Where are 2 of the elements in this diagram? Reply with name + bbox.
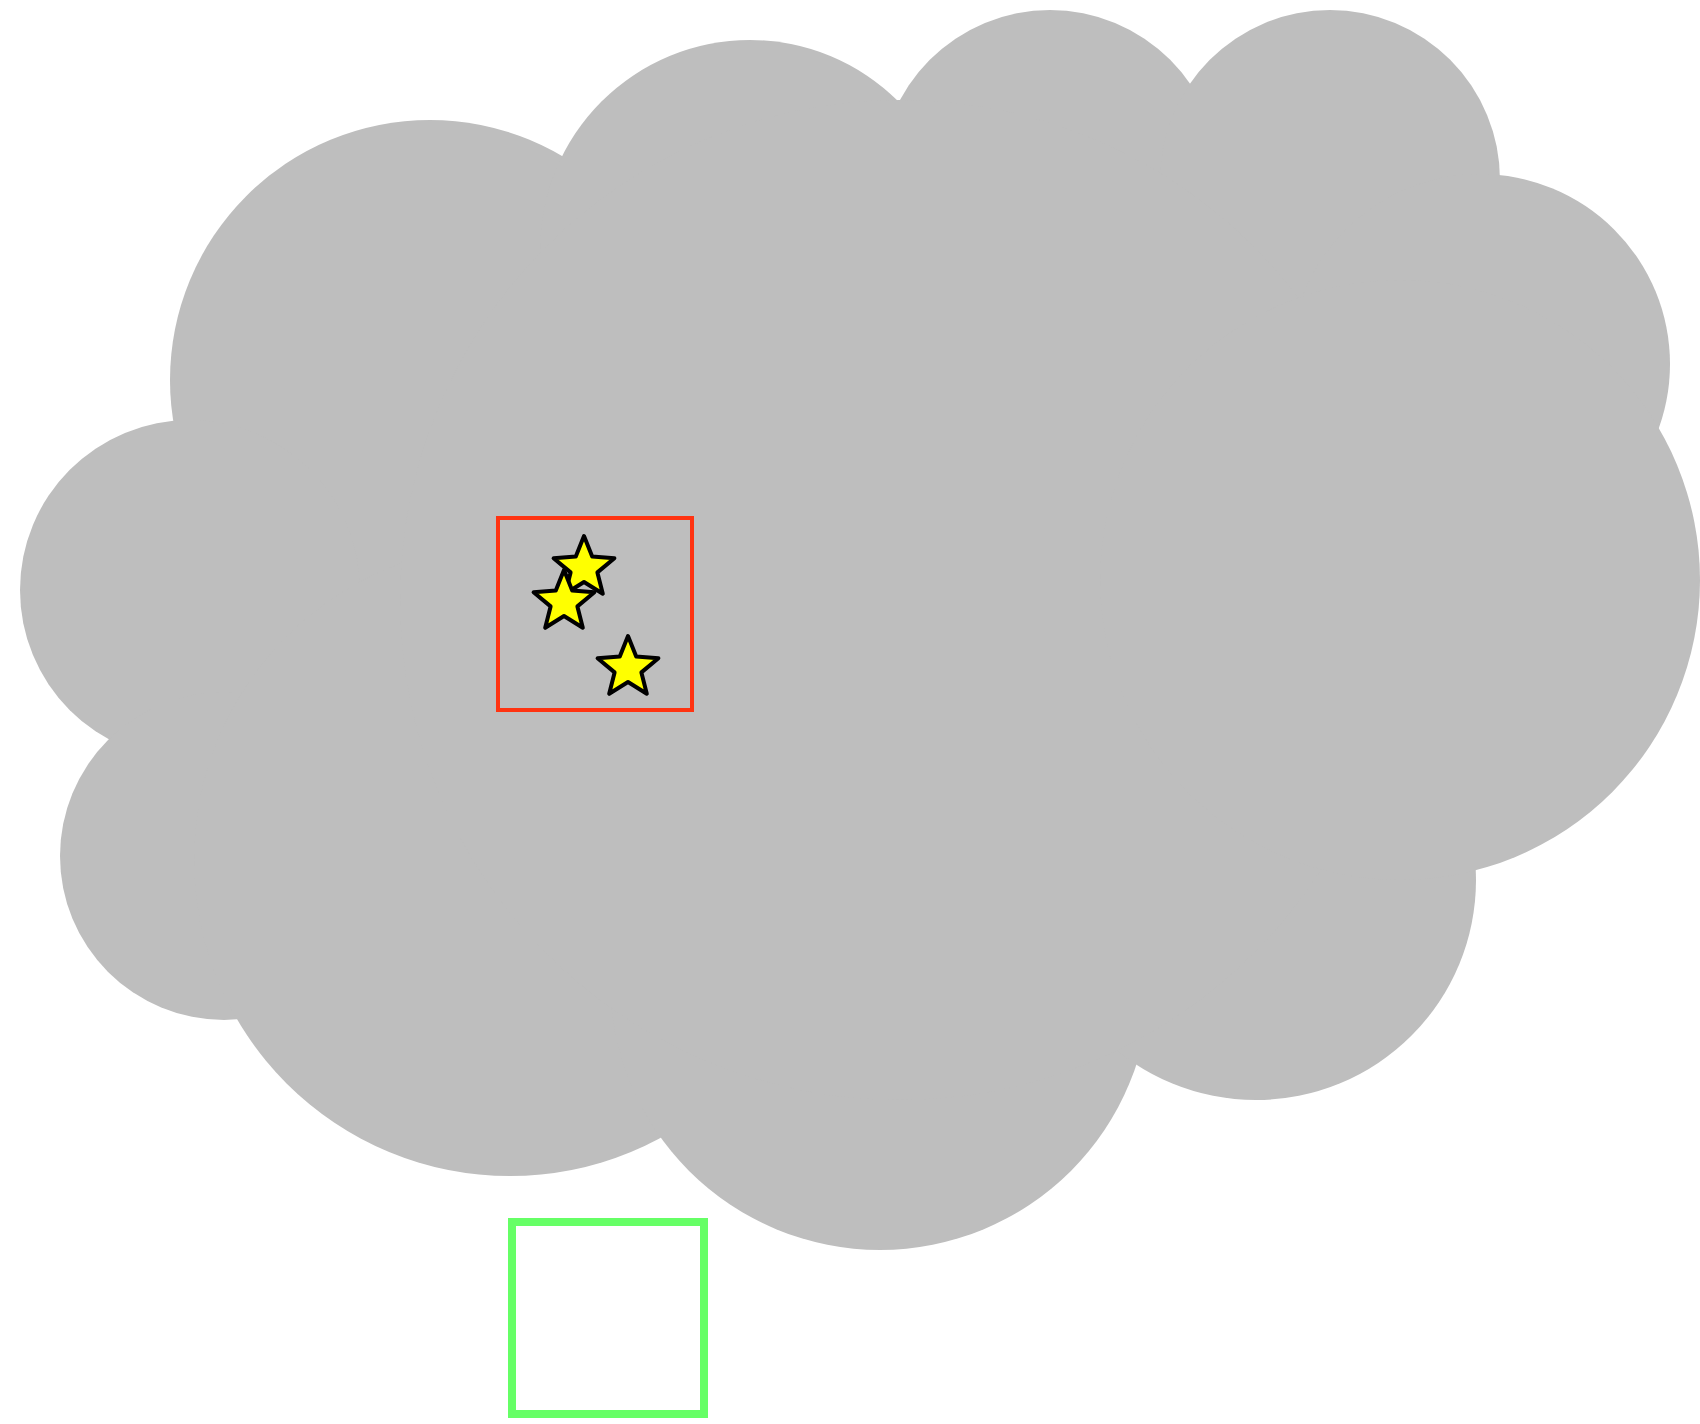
square-box	[508, 1218, 708, 1418]
square-box	[496, 516, 694, 712]
